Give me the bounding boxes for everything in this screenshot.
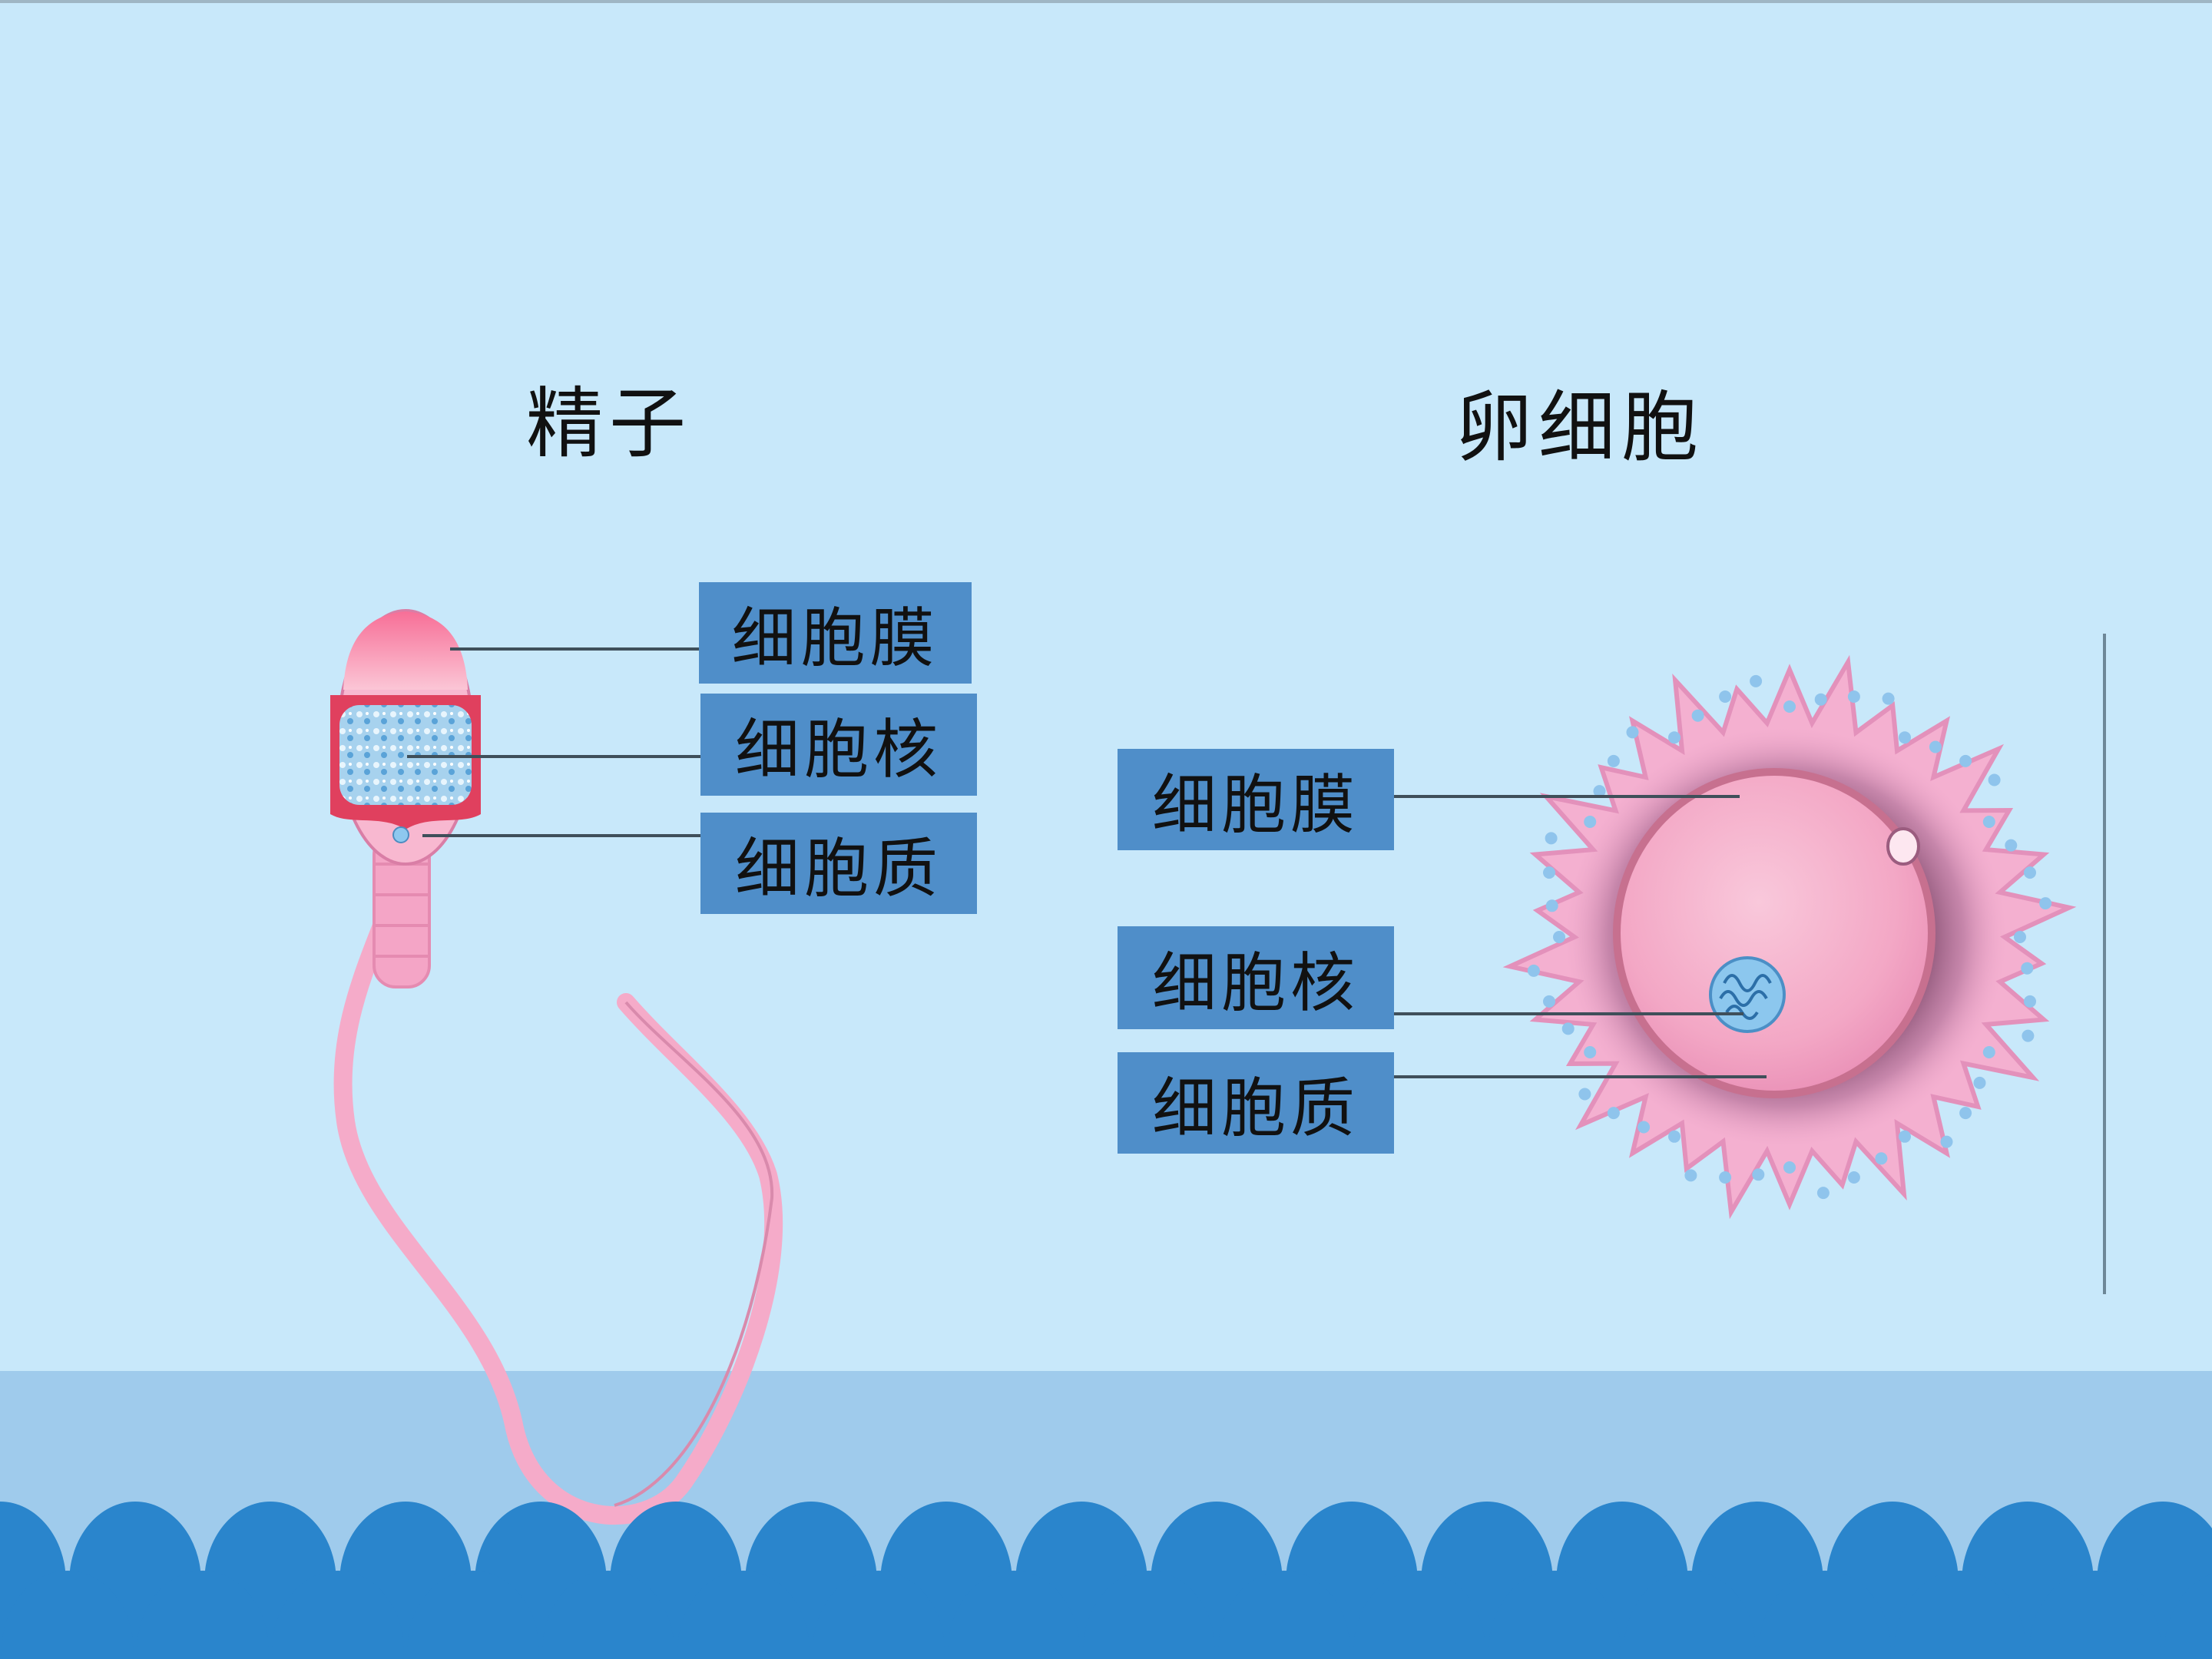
corona-cell-dot (1982, 816, 1995, 828)
corona-cell-dot (2022, 1029, 2035, 1042)
wave-scallop (2, 1571, 134, 1659)
corona-cell-dot (1668, 731, 1681, 744)
wave-scallop (948, 1571, 1080, 1659)
wave-scallop (677, 1571, 810, 1659)
corona-cell-dot (1584, 1046, 1597, 1058)
egg-title: 卵细胞 (1455, 382, 1704, 472)
wave-scallop (2164, 1574, 2212, 1659)
wave-scallop (1894, 1571, 2026, 1659)
corona-cell-dot (1543, 866, 1555, 879)
egg-membrane-label: 细胞膜 (1118, 749, 1394, 850)
corona-cell-dot (1527, 964, 1540, 977)
corona-cell-dot (2039, 897, 2052, 910)
corona-cell-dot (1988, 773, 2001, 786)
corona-cell-dot (1719, 690, 1732, 703)
corona-cell-dot (1626, 726, 1639, 739)
sperm-cytoplasm-label: 细胞质 (700, 813, 977, 914)
corona-cell-dot (1752, 1168, 1765, 1181)
corona-cell-dot (1816, 1187, 1830, 1200)
corona-cell-dot (1847, 690, 1860, 703)
wave-scallop (813, 1571, 945, 1659)
wave-scallop (1624, 1571, 1756, 1659)
corona-cell-dot (2024, 995, 2036, 1008)
corona-cell-dot (2021, 962, 2034, 975)
wave-scallop (542, 1571, 674, 1659)
corona-cell-dot (2024, 866, 2036, 879)
corona-cell-dot (1561, 1022, 1575, 1035)
corona-cell-dot (1847, 1171, 1860, 1184)
corona-cell-dot (1973, 1076, 1986, 1089)
wave-scallop (1353, 1571, 1485, 1659)
corona-cell-dot (1929, 740, 1942, 753)
sperm-membrane-label: 细胞膜 (699, 582, 972, 684)
corona-cell-dot (2005, 839, 2018, 852)
corona-cell-dot (1668, 1130, 1681, 1143)
sperm-tail-edge (614, 1001, 774, 1507)
corona-cell-dot (1553, 931, 1565, 943)
sperm-acrosome (343, 611, 468, 690)
sperm-centriole (392, 826, 409, 843)
corona-cell-dot (1584, 816, 1597, 828)
sperm-title: 精子 (526, 379, 692, 469)
corona-cell-dot (1637, 1121, 1651, 1134)
wave-scallop (137, 1571, 269, 1659)
egg-cytoplasm (1621, 776, 1928, 1091)
corona-cell-dot (1875, 1152, 1888, 1165)
corona-cell-dot (1959, 1107, 1972, 1120)
corona-cell-dot (1982, 1046, 1995, 1058)
top-border (0, 0, 2212, 3)
sperm-tail (333, 836, 783, 1525)
corona-cell-dot (1684, 1169, 1697, 1182)
corona-cell-dot (1940, 1135, 1953, 1148)
divider-line (2103, 634, 2106, 1294)
egg-nucleus-label: 细胞核 (1118, 926, 1394, 1029)
egg-illustration (1394, 654, 2077, 1220)
egg-polar-body (1886, 827, 1920, 866)
corona-cell-dot (1959, 754, 1972, 767)
corona-cell-dot (1578, 1088, 1591, 1101)
corona-cell-dot (1783, 1161, 1796, 1174)
wave-scallop (1218, 1571, 1350, 1659)
corona-cell-dot (1783, 700, 1796, 713)
corona-cell-dot (1750, 674, 1763, 687)
corona-cell-dot (1691, 709, 1704, 722)
sperm-nucleus-label: 细胞核 (700, 694, 977, 796)
egg-cytoplasm-label: 细胞质 (1118, 1052, 1394, 1154)
corona-cell-dot (1899, 1130, 1911, 1143)
sperm-nucleus (339, 705, 472, 805)
corona-cell-dot (1882, 692, 1895, 705)
wave-scallop (2029, 1571, 2161, 1659)
wave-decoration (0, 1502, 2212, 1659)
wave-scallop (1759, 1571, 1891, 1659)
corona-cell-dot (1545, 899, 1558, 912)
corona-cell-dot (1899, 731, 1911, 744)
corona-cell-dot (1607, 1107, 1620, 1120)
corona-cell-dot (1814, 693, 1827, 706)
corona-cell-dot (2014, 931, 2026, 943)
sperm-illustration (330, 609, 783, 1525)
corona-cell-dot (1545, 832, 1558, 845)
wave-scallop (407, 1571, 539, 1659)
wave-scallop (1083, 1571, 1215, 1659)
corona-cell-dot (1719, 1171, 1732, 1184)
corona-cell-dot (1593, 785, 1606, 798)
corona-cell-dot (1543, 995, 1555, 1008)
wave-scallop (272, 1571, 404, 1659)
wave-scallop (1488, 1571, 1621, 1659)
corona-cell-dot (1607, 754, 1620, 767)
